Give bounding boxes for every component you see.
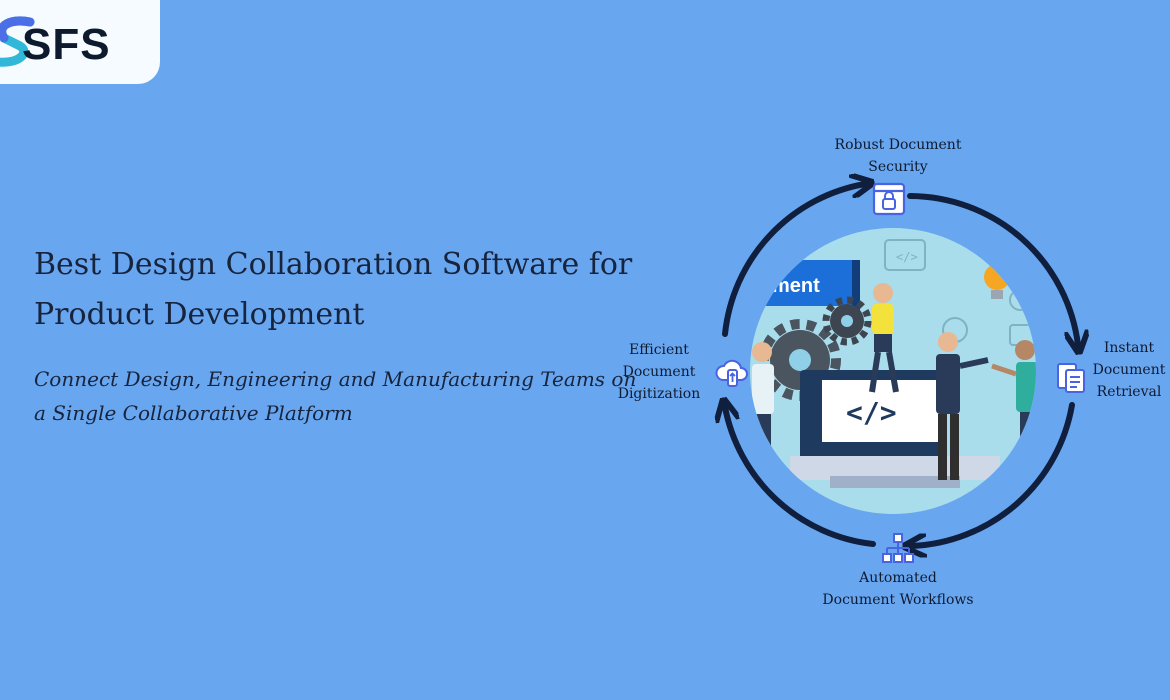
node-label-workflows: Automated Document Workflows — [822, 570, 974, 608]
arrow-to-workflows — [912, 402, 1075, 546]
page-subtitle: Connect Design, Engineering and Manufact… — [34, 367, 637, 425]
node-label-retrieval: Instant Document Retrieval — [1092, 340, 1166, 400]
cloud-upload-icon — [715, 359, 748, 387]
sfs-logo-icon — [0, 16, 35, 67]
logo-badge[interactable]: SFS — [0, 0, 160, 84]
cycle-arrows — [725, 184, 1078, 546]
team-illustration: </> ment </> — [750, 228, 1036, 514]
arrow-to-retrieval — [907, 193, 1078, 345]
document-cycle-diagram: </> ment </> — [600, 120, 1170, 620]
arrow-to-security — [722, 184, 865, 337]
small-gear-icon — [822, 296, 872, 346]
code-symbol: </> — [846, 396, 897, 429]
page-title: Best Design Collaboration Software for P… — [34, 247, 633, 332]
node-label-digitization: Efficient Document Digitization — [617, 342, 701, 402]
documents-icon — [1057, 363, 1085, 393]
lock-icon — [872, 182, 906, 216]
cycle-graphic: </> ment </> — [600, 120, 1170, 620]
illustration-banner-text: ment — [772, 275, 820, 297]
svg-text:</>: </> — [896, 250, 918, 264]
arrow-to-digitization — [725, 407, 876, 547]
node-label-security: Robust Document Security — [834, 137, 962, 175]
logo-text: SFS — [22, 20, 111, 69]
workflow-icon — [882, 533, 914, 563]
